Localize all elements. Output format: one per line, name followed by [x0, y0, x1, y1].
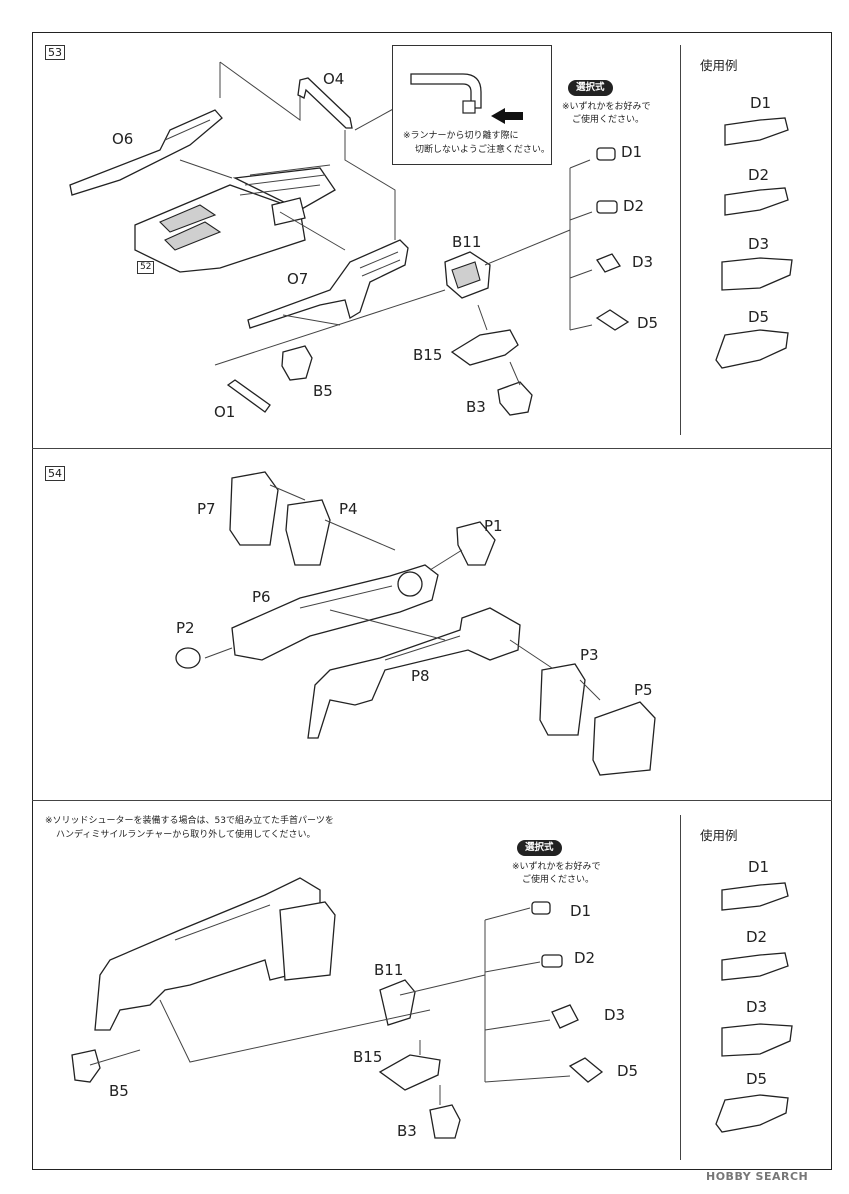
part-b5-drawing-2	[71, 1049, 101, 1083]
label-b15-bottom: B15	[353, 1048, 383, 1066]
runner-callout-drawing	[410, 73, 523, 124]
usage-top-d5: D5	[748, 308, 770, 326]
part-b15-drawing-2	[378, 1054, 441, 1091]
label-p8: P8	[411, 667, 430, 685]
part-o4-drawing	[297, 77, 353, 129]
part-d5-drawing	[595, 309, 630, 331]
usage-example-title-bottom: 使用例	[700, 828, 738, 843]
usage-bottom-d5: D5	[746, 1070, 768, 1088]
usage-hands-bottom	[715, 882, 793, 1133]
usage-top-d1: D1	[750, 94, 772, 112]
section-divider-2	[32, 800, 832, 801]
usage-top-d3: D3	[748, 235, 770, 253]
label-p3: P3	[580, 646, 599, 664]
part-o7-drawing	[247, 239, 409, 329]
part-d5-drawing-2	[568, 1057, 604, 1083]
usage-example-title-top: 使用例	[700, 58, 738, 73]
part-p8-drawing	[307, 607, 521, 739]
usage-hands-top	[715, 117, 793, 369]
label-b15: B15	[413, 346, 443, 364]
part-b3-drawing	[497, 381, 533, 416]
step-number-53: 53	[45, 45, 65, 60]
label-o4: O4	[323, 70, 345, 88]
watermark: HOBBY SEARCH	[706, 1170, 809, 1183]
part-d3-drawing-2	[551, 1004, 579, 1029]
label-b3: B3	[466, 398, 486, 416]
usage-divider-bottom	[680, 815, 681, 1160]
part-b11-drawing	[444, 251, 491, 299]
part-b5-drawing	[281, 345, 313, 381]
selection-badge-53: 選択式	[568, 80, 613, 96]
label-d5: D5	[637, 314, 659, 332]
part-d2-drawing-2	[541, 954, 563, 968]
label-p6: P6	[252, 588, 271, 606]
runner-callout-box: ※ランナーから切り離す際に 切断しないようご注意ください。	[392, 45, 552, 165]
selection-note-53-line-2: ご使用ください。	[572, 115, 645, 125]
step-number-54: 54	[45, 466, 65, 481]
usage-bottom-d3: D3	[746, 998, 768, 1016]
selection-badge-55: 選択式	[517, 840, 562, 856]
label-p1: P1	[484, 517, 503, 535]
selection-note-55-line-1: ※いずれかをお好みで	[512, 862, 601, 872]
label-o1: O1	[214, 403, 236, 421]
label-o6: O6	[112, 130, 134, 148]
label-d3: D3	[632, 253, 654, 271]
shooter-note-line-2: ハンディミサイルランチャーから取り外して使用してください。	[56, 830, 316, 840]
section-divider-1	[32, 448, 832, 449]
usage-top-d2: D2	[748, 166, 770, 184]
selection-note-55-line-2: ご使用ください。	[522, 875, 595, 885]
part-d1-drawing-2	[531, 901, 551, 915]
label-sub-step-52: 52	[137, 261, 155, 274]
usage-divider-top	[680, 45, 681, 435]
part-d1-drawing	[596, 147, 616, 161]
label-p5: P5	[634, 681, 653, 699]
part-p2-drawing	[175, 647, 201, 669]
part-p1-drawing	[456, 521, 496, 566]
label-d2: D2	[623, 197, 645, 215]
label-p2: P2	[176, 619, 195, 637]
part-p4-drawing	[285, 499, 331, 566]
label-d1: D1	[621, 143, 643, 161]
runner-note-line-1: ※ランナーから切り離す際に	[403, 131, 519, 141]
part-p5-drawing	[592, 701, 656, 776]
label-d2-bottom: D2	[574, 949, 596, 967]
page-frame	[32, 32, 832, 1170]
label-p7: P7	[197, 500, 216, 518]
part-p6-drawing	[231, 564, 439, 661]
part-b11-drawing-2	[379, 979, 416, 1026]
label-d5-bottom: D5	[617, 1062, 639, 1080]
part-o6-drawing	[69, 109, 223, 196]
label-b11: B11	[452, 233, 482, 251]
part-d3-drawing	[596, 253, 621, 273]
runner-note-line-2: 切断しないようご注意ください。	[415, 145, 550, 155]
part-p3-drawing	[539, 663, 586, 736]
label-b11-bottom: B11	[374, 961, 404, 979]
label-b3-bottom: B3	[397, 1122, 417, 1140]
label-d1-bottom: D1	[570, 902, 592, 920]
part-b15-drawing	[450, 329, 519, 366]
label-d3-bottom: D3	[604, 1006, 626, 1024]
launcher-body-drawing	[134, 164, 336, 273]
label-b5-bottom: B5	[109, 1082, 129, 1100]
part-d2-drawing	[596, 200, 618, 214]
selection-note-53-line-1: ※いずれかをお好みで	[562, 102, 651, 112]
shooter-note-line-1: ※ソリッドシューターを装備する場合は、53で組み立てた手首パーツを	[45, 816, 334, 826]
label-p4: P4	[339, 500, 358, 518]
assembled-shooter-drawing	[94, 877, 336, 1031]
part-o1-drawing	[226, 379, 271, 413]
part-b3-drawing-2	[429, 1104, 461, 1139]
usage-bottom-d2: D2	[746, 928, 768, 946]
label-b5: B5	[313, 382, 333, 400]
part-p7-drawing	[229, 471, 279, 546]
label-o7: O7	[287, 270, 309, 288]
usage-bottom-d1: D1	[748, 858, 770, 876]
